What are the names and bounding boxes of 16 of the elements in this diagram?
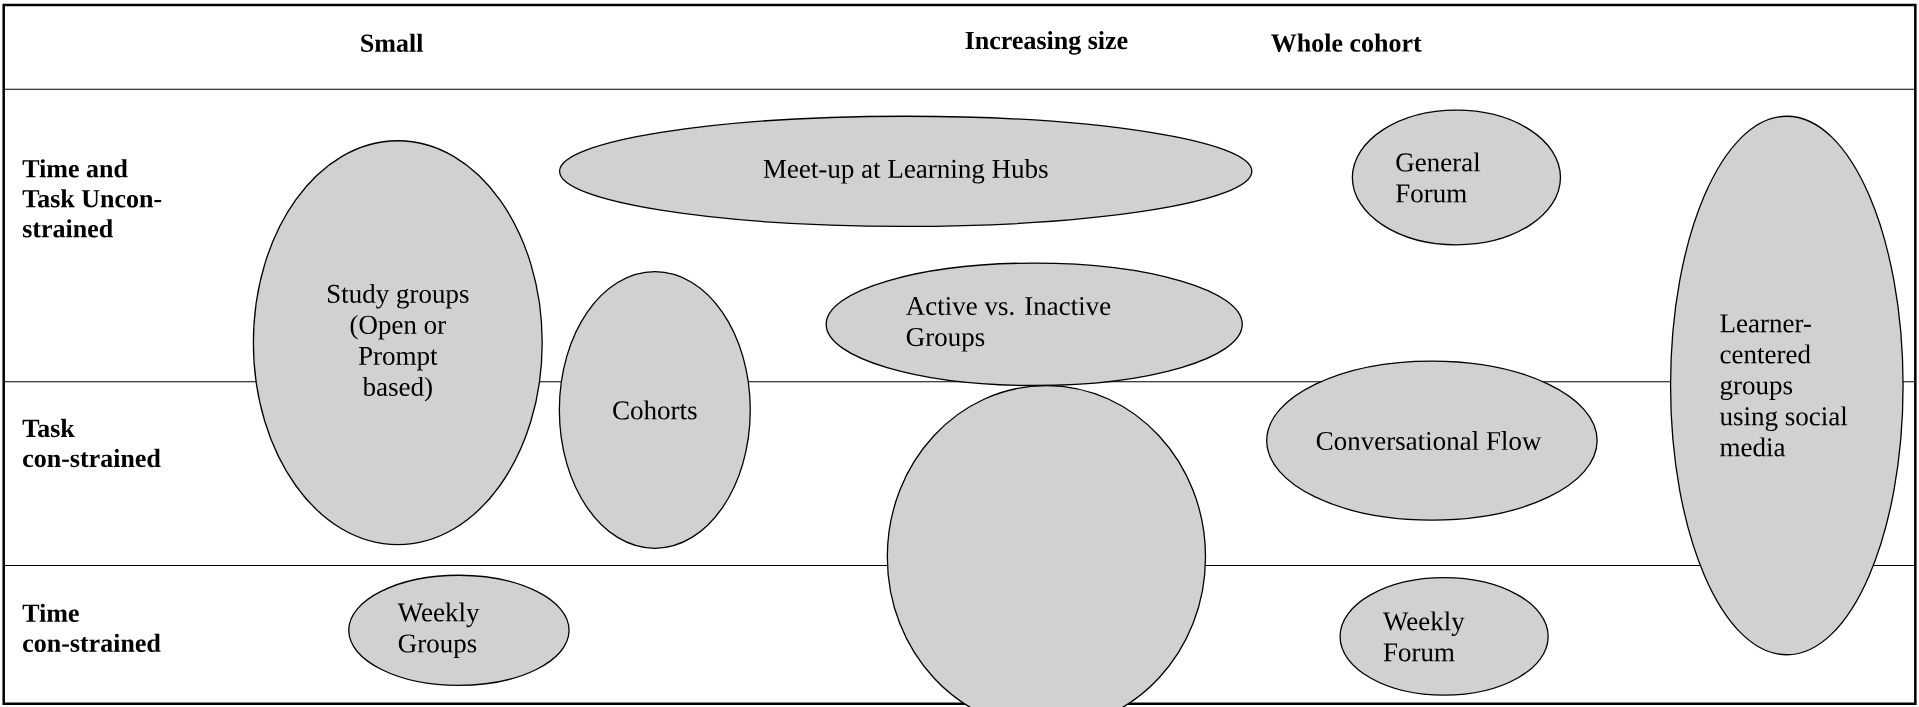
column-header: Small: [361, 33, 423, 52]
row-header: Task con-strained: [22, 418, 161, 468]
ellipse-node: General Forum: [1351, 109, 1562, 246]
ellipse-node: Conversational Flow: [1266, 360, 1598, 521]
row-header: Time and Task Uncon-strained: [22, 159, 162, 238]
ellipse-node: Meet-up at Learning Hubs: [558, 115, 1253, 227]
column-header: Increasing size: [965, 30, 1128, 55]
ellipse-node: Weekly Groups: [348, 574, 570, 686]
column-header: Whole cohort: [1271, 33, 1422, 52]
ellipse-node: Cohorts: [558, 271, 751, 549]
row-header: Time con-strained: [22, 603, 161, 652]
ellipse-node: Active vs. Inactive Groups: [825, 262, 1243, 387]
ellipse-node: Weekly Forum: [1339, 577, 1549, 696]
ellipse-node: Study groups (Open or Prompt based): [252, 140, 543, 546]
ellipse: [886, 384, 1207, 707]
ellipse-node: Learner-centered groups using social media: [1669, 115, 1904, 656]
